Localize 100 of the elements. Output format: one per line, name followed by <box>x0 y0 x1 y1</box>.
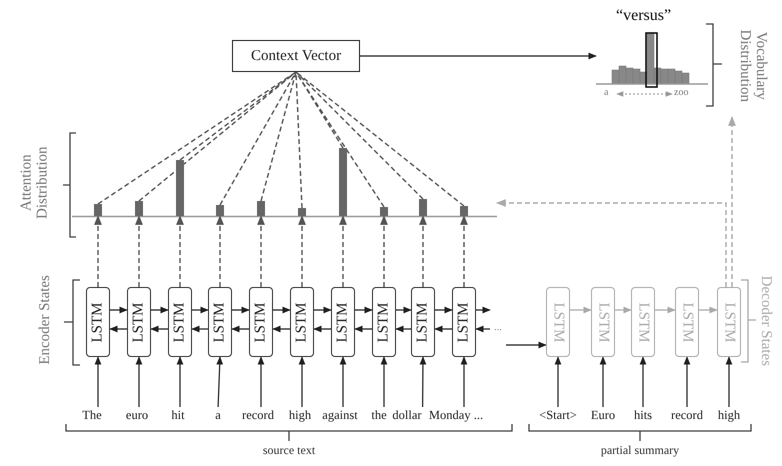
arrow <box>136 356 142 407</box>
attention-bar <box>339 148 347 216</box>
encoder-lstm-cell: LSTM <box>249 287 273 357</box>
bracket-label: Attention Distribution <box>19 146 51 222</box>
arrow <box>258 356 264 407</box>
token-word: record <box>242 407 274 423</box>
arrow <box>380 215 388 287</box>
arrow <box>460 356 468 407</box>
connector-line <box>296 71 464 207</box>
bracket-label: Encoder States <box>38 274 54 367</box>
arrow <box>396 306 412 314</box>
arrow <box>655 306 676 314</box>
arrow <box>232 306 250 314</box>
encoder-lstm-cell: LSTM <box>86 287 110 357</box>
arrow <box>355 306 373 314</box>
decoder-lstm-cell: LSTM <box>631 287 655 357</box>
arrow <box>360 52 597 60</box>
attention-bar <box>135 201 143 216</box>
token-word: Monday ... <box>428 407 484 423</box>
arrow <box>298 215 306 287</box>
encoder-lstm-cell: LSTM <box>127 287 151 357</box>
token-word: Euro <box>590 407 616 423</box>
encoder-lstm-cell: LSTM <box>168 287 192 357</box>
arrow <box>273 306 291 314</box>
arrow <box>314 306 332 314</box>
arrow <box>600 356 606 407</box>
arrow <box>354 326 372 332</box>
encoder-lstm-cell: LSTM <box>452 287 476 357</box>
arrow <box>150 326 168 332</box>
token-word: record <box>671 407 703 423</box>
arrow <box>257 215 265 287</box>
encoder-lstm-cell: LSTM <box>372 287 396 357</box>
arrow <box>435 306 453 314</box>
arrow <box>380 356 388 407</box>
arrow <box>176 356 184 407</box>
attention-bar <box>216 205 224 216</box>
encoder-lstm-cell: LSTM <box>208 287 232 357</box>
token-word: the <box>371 407 387 423</box>
axis-end-label: a <box>604 88 608 98</box>
token-word: hit <box>171 407 185 423</box>
encoder-lstm-cell: LSTM <box>290 287 314 357</box>
arrow <box>684 356 690 407</box>
arrow <box>570 306 592 314</box>
encoder-lstm-cell: LSTM <box>411 287 435 357</box>
arrow <box>699 306 718 314</box>
connector-line <box>296 72 424 200</box>
arrow <box>475 326 490 332</box>
arrow <box>110 306 128 314</box>
token-word: <Start> <box>539 407 577 423</box>
attention-bar <box>380 207 388 216</box>
arrow <box>395 326 411 332</box>
arrow <box>640 356 646 407</box>
arrow <box>340 356 346 407</box>
arrow <box>109 326 127 332</box>
token-word: a <box>215 407 221 423</box>
token-word: The <box>82 407 102 423</box>
arrow <box>94 356 102 407</box>
connector-line <box>295 72 344 148</box>
decoder-lstm-cell: LSTM <box>717 287 741 357</box>
arrow <box>726 356 732 407</box>
attention-bar <box>419 199 427 216</box>
token-word: hits <box>634 407 652 423</box>
encoder-lstm-cell: LSTM <box>331 287 355 357</box>
axis-end-label: zoo <box>674 88 688 98</box>
token-word: euro <box>126 407 148 423</box>
arrow <box>298 356 306 407</box>
arrow <box>419 215 427 287</box>
arrow <box>151 306 169 314</box>
arrow <box>216 356 224 408</box>
ellipsis: ... <box>490 304 506 350</box>
arrow <box>476 306 491 314</box>
arrow <box>728 116 736 287</box>
attention-bar <box>460 206 468 216</box>
token-word: high <box>718 407 740 423</box>
bracket-label: Vocabulary Distribution <box>736 28 768 104</box>
arrow <box>420 356 426 407</box>
arrow <box>339 215 347 287</box>
connector-line <box>98 71 296 205</box>
highlighted-word: “versus” <box>616 8 672 24</box>
arrow <box>216 215 224 287</box>
bracket-label: source text <box>262 444 316 457</box>
attention-bar <box>298 208 306 216</box>
context-vector-box: Context Vector <box>232 40 360 72</box>
attention-bar <box>176 160 184 216</box>
arrow <box>94 215 102 287</box>
arrow <box>231 326 249 332</box>
arrow <box>496 199 727 287</box>
bracket-label: partial summary <box>600 444 680 457</box>
arrow <box>434 326 452 332</box>
arrow <box>272 326 290 332</box>
connector-line <box>260 72 297 202</box>
token-word: high <box>288 407 312 423</box>
arrow <box>615 306 632 314</box>
attention-bar <box>94 204 102 216</box>
arrow <box>460 215 468 287</box>
arrow <box>554 356 562 407</box>
arrow <box>313 326 331 332</box>
arrow <box>135 215 143 287</box>
connector-line <box>138 71 296 202</box>
arrow <box>192 306 209 314</box>
